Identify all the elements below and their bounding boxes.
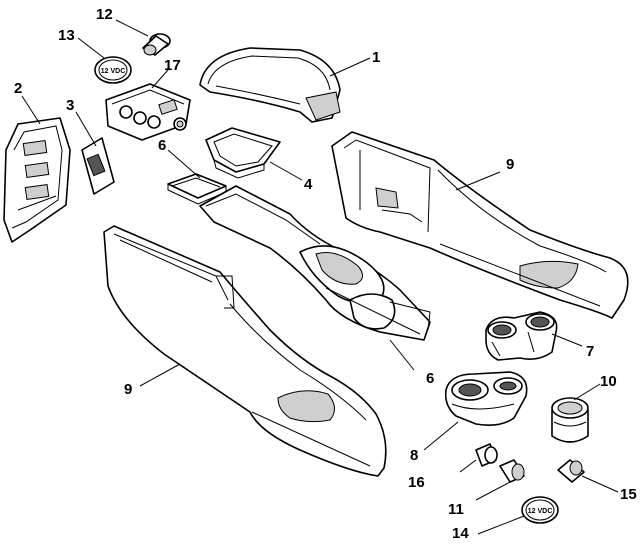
callout-3: 3: [66, 97, 74, 114]
callout-11: 11: [448, 501, 464, 518]
callout-7: 7: [586, 343, 594, 360]
callout-8: 8: [410, 447, 418, 464]
callout-2: 2: [14, 80, 22, 97]
badge-13-text: 12 VDC: [101, 68, 126, 75]
part-15-plug: [557, 459, 585, 483]
callout-6-upper: 6: [158, 137, 166, 154]
part-8-cup-holder: [444, 371, 528, 426]
part-14-12vdc-badge: 12 VDC: [521, 496, 559, 524]
callout-6-lower: 6: [426, 370, 434, 387]
callout-9-upper: 9: [506, 156, 514, 173]
callout-13: 13: [58, 27, 75, 44]
callout-14: 14: [452, 525, 469, 542]
callout-15: 15: [620, 486, 637, 503]
callout-4: 4: [304, 176, 313, 193]
callout-17: 17: [164, 57, 181, 74]
callout-1: 1: [372, 49, 380, 66]
part-12-lighter-plug: [142, 33, 171, 56]
callout-labels: 12 13 17 1 2 3 6 4 9 7 6 9 10 8 16 11 15…: [14, 6, 637, 542]
leader-lines: [21, 19, 619, 535]
part-7-cup-holder-insert: [485, 311, 558, 361]
part-3-cover-plate: [81, 137, 115, 195]
callout-9-lower: 9: [124, 381, 132, 398]
badge-14-text: 12 VDC: [528, 508, 553, 515]
part-13-12vdc-badge: 12 VDC: [94, 56, 132, 84]
part-2-side-bezel: [3, 117, 71, 243]
part-5-mat: [167, 173, 227, 205]
part-10-power-outlet: [551, 397, 589, 443]
part-9-upper-side-panel: [331, 131, 629, 319]
part-17-switch-panel: [105, 83, 191, 141]
callout-16: 16: [408, 474, 425, 491]
center-console-base: [199, 185, 431, 341]
callout-10: 10: [600, 373, 617, 390]
part-11-lighter-element: [499, 459, 525, 483]
callout-12: 12: [96, 6, 113, 23]
part-9-lower-side-panel: [103, 225, 387, 477]
part-1-armrest-lid: [199, 47, 341, 123]
part-16-socket-pin: [459, 443, 498, 473]
part-4-storage-tray: [205, 127, 281, 179]
